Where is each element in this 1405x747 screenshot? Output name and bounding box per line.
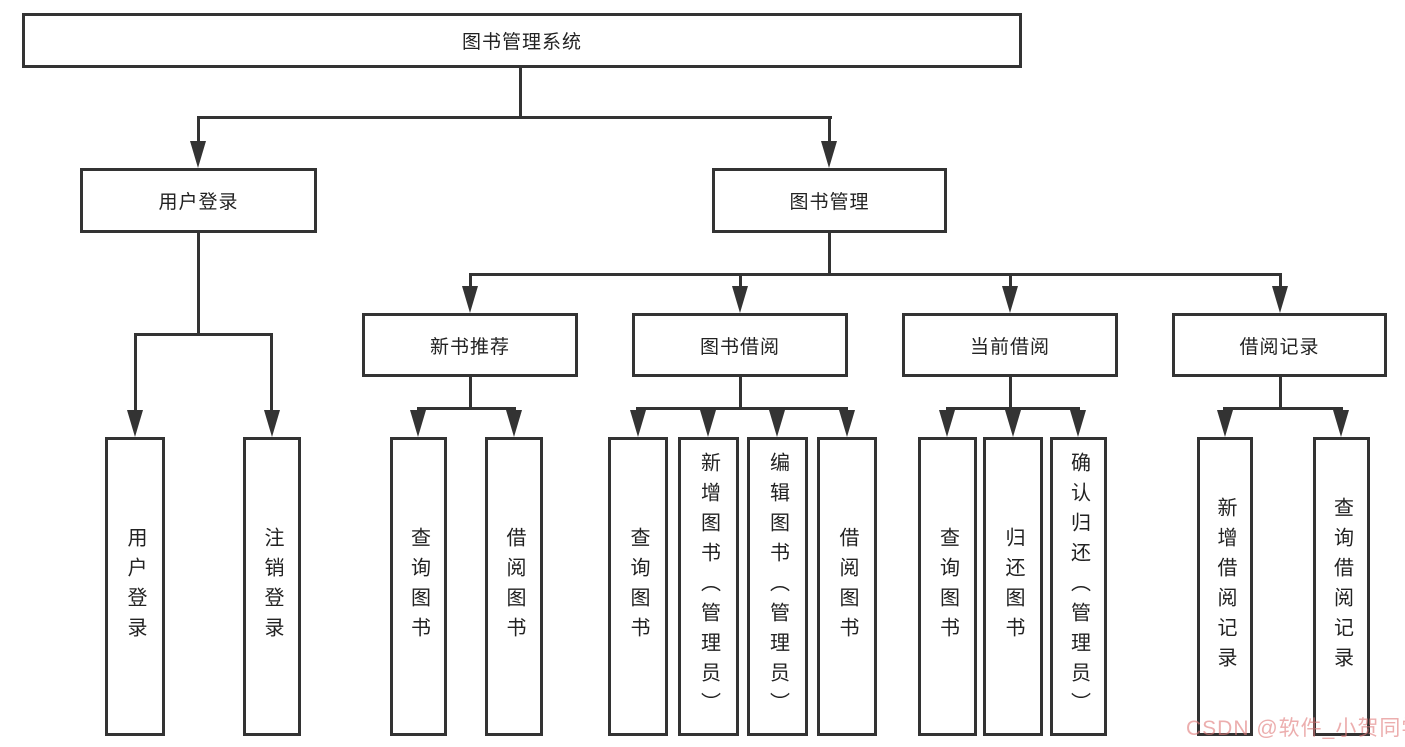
- down-arrow-icon: [127, 410, 143, 437]
- down-arrow-icon: [264, 410, 280, 437]
- leaf-logout: 注销登录: [243, 437, 301, 736]
- down-arrow-icon: [939, 410, 955, 437]
- watermark: CSDN @软件_小贺同学: [1186, 717, 1405, 740]
- leaf-logout-label: 注销登录: [261, 526, 283, 647]
- leaf-add-borrow-record: 新增借阅记录: [1197, 437, 1253, 736]
- connector-line: [828, 119, 831, 143]
- connector-line: [1279, 276, 1282, 288]
- leaf-borrow-books-rec-label: 借阅图书: [503, 526, 525, 647]
- node-book-borrow-label: 图书借阅: [699, 336, 780, 358]
- leaf-confirm-return-admin: 确认归还（管理员）: [1050, 437, 1107, 736]
- leaf-add-book-admin: 新增图书（管理员）: [678, 437, 739, 736]
- connector-line: [828, 233, 831, 276]
- connector-line: [469, 273, 1282, 276]
- down-arrow-icon: [462, 286, 478, 313]
- leaf-query-borrow-record-label: 查询借阅记录: [1330, 496, 1353, 677]
- down-arrow-icon: [1217, 410, 1233, 437]
- leaf-query-books-current: 查询图书: [918, 437, 977, 736]
- down-arrow-icon: [506, 410, 522, 437]
- connector-line: [197, 119, 200, 143]
- node-book-mgmt: 图书管理: [712, 168, 947, 233]
- leaf-borrow-books-rec: 借阅图书: [485, 437, 543, 736]
- leaf-user-login-label: 用户登录: [124, 526, 146, 647]
- node-book-mgmt-label: 图书管理: [789, 192, 870, 213]
- connector-line: [469, 377, 472, 410]
- leaf-confirm-return-admin-label: 确认归还（管理员）: [1067, 451, 1090, 722]
- leaf-query-books-current-label: 查询图书: [936, 526, 959, 647]
- leaf-query-books-rec-label: 查询图书: [407, 526, 430, 647]
- down-arrow-icon: [1333, 410, 1349, 437]
- leaf-add-borrow-record-label: 新增借阅记录: [1214, 496, 1236, 677]
- down-arrow-icon: [700, 410, 716, 437]
- connector-line: [417, 407, 516, 410]
- node-user-login-label: 用户登录: [158, 192, 239, 213]
- leaf-add-book-admin-label: 新增图书（管理员）: [697, 451, 720, 722]
- down-arrow-icon: [410, 410, 426, 437]
- down-arrow-icon: [630, 410, 646, 437]
- connector-line: [134, 333, 273, 336]
- connector-line: [469, 276, 472, 288]
- leaf-edit-book-admin-label: 编辑图书（管理员）: [766, 451, 789, 722]
- connector-line: [197, 116, 832, 119]
- leaf-query-books-borrow-label: 查询图书: [627, 526, 649, 647]
- leaf-borrow-book: 借阅图书: [817, 437, 877, 736]
- connector-line: [1279, 377, 1282, 410]
- node-new-book-rec-label: 新书推荐: [429, 336, 510, 358]
- connector-line: [1009, 276, 1012, 288]
- down-arrow-icon: [1005, 410, 1021, 437]
- node-root: 图书管理系统: [22, 13, 1022, 68]
- leaf-borrow-book-label: 借阅图书: [836, 526, 858, 647]
- leaf-return-book: 归还图书: [983, 437, 1043, 736]
- node-book-borrow: 图书借阅: [632, 313, 848, 377]
- down-arrow-icon: [1002, 286, 1018, 313]
- node-current-borrow: 当前借阅: [902, 313, 1118, 377]
- connector-line: [739, 276, 742, 288]
- node-borrow-records-label: 借阅记录: [1239, 336, 1320, 358]
- down-arrow-icon: [732, 286, 748, 313]
- connector-line: [636, 407, 848, 410]
- down-arrow-icon: [769, 410, 785, 437]
- down-arrow-icon: [839, 410, 855, 437]
- connector-line: [1223, 407, 1343, 410]
- connector-line: [270, 336, 273, 412]
- leaf-user-login: 用户登录: [105, 437, 165, 736]
- node-new-book-rec: 新书推荐: [362, 313, 578, 377]
- leaf-edit-book-admin: 编辑图书（管理员）: [747, 437, 808, 736]
- leaf-query-books-borrow: 查询图书: [608, 437, 668, 736]
- down-arrow-icon: [1272, 286, 1288, 313]
- node-borrow-records: 借阅记录: [1172, 313, 1387, 377]
- connector-line: [739, 377, 742, 410]
- node-current-borrow-label: 当前借阅: [969, 336, 1050, 358]
- leaf-query-books-rec: 查询图书: [390, 437, 447, 736]
- down-arrow-icon: [190, 141, 206, 168]
- connector-line: [197, 233, 200, 336]
- node-root-label: 图书管理系统: [461, 32, 582, 53]
- connector-line: [519, 68, 522, 119]
- node-user-login: 用户登录: [80, 168, 317, 233]
- leaf-return-book-label: 归还图书: [1002, 526, 1024, 647]
- connector-line: [134, 336, 137, 412]
- leaf-query-borrow-record: 查询借阅记录: [1313, 437, 1370, 736]
- down-arrow-icon: [1070, 410, 1086, 437]
- connector-line: [1009, 377, 1012, 410]
- connector-line: [946, 407, 1080, 410]
- down-arrow-icon: [821, 141, 837, 168]
